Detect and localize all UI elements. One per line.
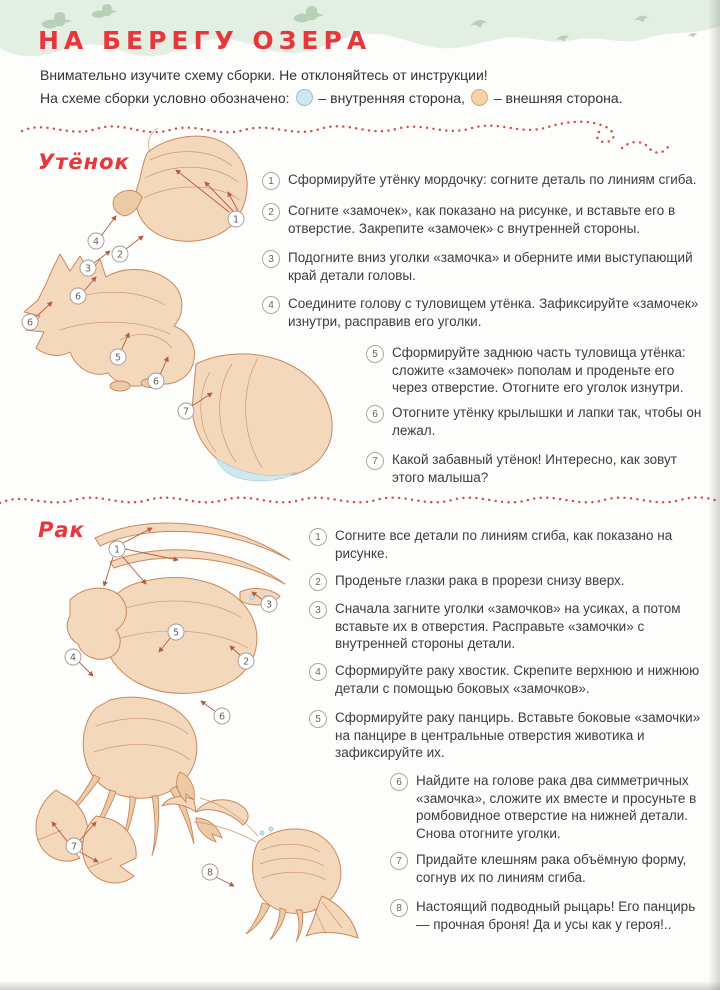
section-heading-crayfish: Рак — [38, 518, 85, 542]
diagram-marker: 6 — [147, 372, 165, 390]
svg-text:3: 3 — [85, 264, 91, 275]
step-number: 2 — [262, 203, 280, 221]
svg-text:1: 1 — [114, 545, 120, 556]
diagram-marker: 6 — [213, 707, 231, 725]
step-text: Подогните вниз уголки «замочка» и оберни… — [288, 250, 693, 283]
crayfish-arrows — [51, 527, 264, 887]
crayfish-step-8: 8 Настоящий подводный рыцарь! Его панцир… — [390, 898, 710, 933]
step-text: Найдите на голове рака два симметричных … — [416, 773, 697, 841]
step-number: 8 — [390, 899, 408, 917]
duck-arrows — [35, 169, 239, 407]
step-text: Согните все детали по линиям сгиба, как … — [335, 528, 673, 561]
svg-text:1: 1 — [233, 215, 239, 226]
legend-row: На схеме сборки условно обозначено: – вн… — [40, 89, 623, 106]
crayfish-step-5: 5 Сформируйте раку панцирь. Вставьте бок… — [309, 709, 711, 762]
svg-text:7: 7 — [183, 407, 189, 418]
crayfish-step-2: 2 Проденьте глазки рака в прорези снизу … — [309, 572, 711, 591]
diagram-marker: 1 — [108, 540, 126, 558]
divider-top — [20, 120, 670, 154]
inner-side-swatch-icon — [295, 89, 313, 106]
outer-side-swatch-icon — [470, 89, 488, 106]
step-text: Проденьте глазки рака в прорези снизу вв… — [335, 573, 625, 588]
duck-step-5: 5 Сформируйте заднюю часть туловища утён… — [366, 344, 712, 397]
crayfish-step-4: 4 Сформируйте раку хвостик. Скрепите вер… — [309, 662, 711, 697]
step-number: 5 — [366, 345, 384, 363]
duck-diagram: 1 4 2 3 6 6 5 6 7 — [21, 127, 333, 482]
duck-step-1: 1 Сформируйте утёнку мордочку: согните д… — [262, 171, 714, 190]
svg-text:2: 2 — [243, 657, 249, 668]
duck-step-6: 6 Отогните утёнку крылышки и лапки так, … — [366, 404, 712, 439]
legend-outer-label: – внешняя сторона. — [493, 89, 623, 106]
diagram-marker: 7 — [177, 402, 195, 420]
svg-text:5: 5 — [173, 628, 179, 639]
svg-text:6: 6 — [27, 318, 33, 329]
step-number: 4 — [309, 663, 327, 681]
diagram-marker: 6 — [21, 313, 39, 331]
svg-text:5: 5 — [115, 353, 121, 364]
divider-middle — [0, 496, 720, 505]
duck-step-2: 2 Согните «замочек», как показано на рис… — [262, 202, 714, 237]
step-number: 6 — [390, 773, 408, 791]
diagram-marker: 7 — [65, 837, 83, 855]
svg-text:8: 8 — [207, 868, 213, 879]
step-text: Сформируйте раку хвостик. Скрепите верхн… — [335, 663, 700, 696]
header-band — [0, 0, 720, 57]
step-number: 1 — [262, 172, 280, 190]
diagram-marker: 4 — [64, 648, 82, 666]
crayfish-step-7: 7 Придайте клешням рака объёмную форму, … — [390, 851, 710, 886]
step-number: 7 — [366, 452, 384, 470]
crayfish-step-6: 6 Найдите на голове рака два симметричны… — [390, 772, 710, 842]
duck-step-7: 7 Какой забавный утёнок! Интересно, как … — [366, 451, 712, 486]
step-text: Соедините голову с туловищем утёнка. Заф… — [288, 296, 699, 329]
step-text: Сначала загните уголки «замочков» на уси… — [335, 601, 681, 652]
step-number: 1 — [309, 528, 327, 546]
step-text: Сформируйте раку панцирь. Вставьте боков… — [335, 710, 701, 761]
step-text: Сформируйте заднюю часть туловища утёнка… — [392, 345, 686, 396]
crayfish-diagram: 1 3 5 4 2 6 7 8 — [35, 522, 359, 943]
step-number: 3 — [309, 601, 327, 619]
diagram-marker: 3 — [260, 595, 278, 613]
diagram-marker: 2 — [111, 245, 129, 263]
step-number: 3 — [262, 250, 280, 268]
svg-text:6: 6 — [75, 292, 81, 303]
diagram-marker: 3 — [79, 259, 97, 277]
step-number: 4 — [262, 296, 280, 314]
step-text: Согните «замочек», как показано на рисун… — [288, 203, 676, 236]
diagram-marker: 8 — [201, 863, 219, 881]
step-number: 5 — [309, 710, 327, 728]
diagram-marker: 5 — [109, 348, 127, 366]
diagram-marker: 4 — [87, 232, 105, 250]
svg-text:4: 4 — [93, 237, 99, 248]
svg-text:6: 6 — [219, 712, 225, 723]
step-number: 7 — [390, 852, 408, 870]
intro-text: Внимательно изучите схему сборки. Не отк… — [40, 67, 488, 83]
legend-inner-label: – внутренняя сторона, — [318, 89, 465, 106]
step-text: Отогните утёнку крылышки и лапки так, чт… — [392, 405, 702, 438]
crayfish-step-3: 3 Сначала загните уголки «замочков» на у… — [309, 600, 711, 653]
duck-silhouette — [41, 4, 324, 29]
step-text: Какой забавный утёнок! Интересно, как зо… — [392, 452, 677, 485]
svg-text:7: 7 — [71, 842, 77, 853]
crayfish-step-1: 1 Согните все детали по линиям сгиба, ка… — [309, 527, 711, 562]
step-number: 2 — [309, 573, 327, 591]
step-text: Придайте клешням рака объёмную форму, со… — [416, 852, 687, 885]
diagram-marker: 6 — [69, 287, 87, 305]
svg-text:3: 3 — [266, 600, 272, 611]
diagram-marker: 1 — [227, 210, 245, 228]
duck-step-3: 3 Подогните вниз уголки «замочка» и обер… — [262, 249, 714, 284]
step-text: Сформируйте утёнку мордочку: согните дет… — [288, 172, 697, 187]
section-heading-duck: Утёнок — [38, 150, 130, 174]
diagram-marker: 5 — [167, 623, 185, 641]
legend-label: На схеме сборки условно обозначено: — [40, 89, 290, 106]
step-text: Настоящий подводный рыцарь! Его панцирь … — [416, 899, 696, 932]
swallow-silhouette — [470, 15, 698, 42]
step-number: 6 — [366, 405, 384, 423]
svg-text:4: 4 — [70, 653, 76, 664]
diagram-marker: 2 — [237, 652, 255, 670]
svg-text:6: 6 — [153, 377, 159, 388]
duck-step-4: 4 Соедините голову с туловищем утёнка. З… — [262, 295, 714, 330]
page-title: НА БЕРЕГУ ОЗЕРА — [38, 26, 372, 55]
svg-text:2: 2 — [117, 250, 123, 261]
